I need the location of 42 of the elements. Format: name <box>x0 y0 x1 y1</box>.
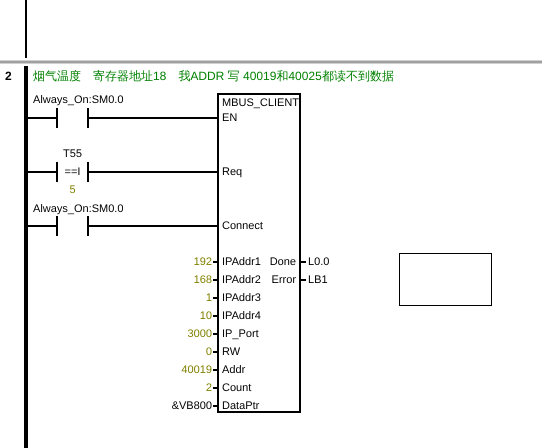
pin-name: Addr <box>222 363 246 377</box>
parameter-value: 2 <box>206 381 212 395</box>
function-block <box>217 93 301 413</box>
parameter-value: 40019 <box>181 363 212 377</box>
block-title: MBUS_CLIENT <box>222 96 300 110</box>
contact-label: Always_On:SM0.0 <box>33 93 124 107</box>
parameter-value: 0 <box>206 345 212 359</box>
pin-name: Count <box>222 381 252 395</box>
parameter-value: 192 <box>194 255 212 269</box>
contact-label: Always_On:SM0.0 <box>33 202 124 216</box>
output-address: L0.0 <box>308 255 330 269</box>
wire <box>28 171 44 173</box>
operand-label: 5 <box>69 183 76 197</box>
pin-name: EN <box>222 111 238 125</box>
wire <box>28 117 33 119</box>
pin-name: IPAddr2 <box>222 273 261 287</box>
parameter-value: 1 <box>206 291 212 305</box>
wire <box>119 225 217 227</box>
pin-name: IPAddr4 <box>222 309 261 323</box>
parameter-value: 10 <box>200 309 212 323</box>
parameter-value: &VB800 <box>172 399 212 413</box>
wire <box>119 117 217 119</box>
compare-operator: ==I <box>64 165 80 179</box>
pin-name: Done <box>270 255 296 269</box>
network-number: 2 <box>5 69 12 83</box>
parameter-value: 3000 <box>188 327 212 341</box>
parameter-value: 168 <box>194 273 212 287</box>
wire <box>28 225 33 227</box>
pin-name: IPAddr3 <box>222 291 261 305</box>
pin-name: IP_Port <box>222 327 259 341</box>
power-rail <box>24 66 28 448</box>
pin-name: RW <box>222 345 240 359</box>
network-comment: 烟气温度 寄存器地址18 我ADDR 写 40019和40025都读不到数据 <box>33 69 394 83</box>
pin-name: Connect <box>222 219 263 233</box>
pin-name: Req <box>222 165 242 179</box>
pin-name: Error <box>272 273 296 287</box>
pin-name: DataPtr <box>222 399 260 413</box>
empty-box <box>399 253 492 306</box>
pin-name: IPAddr1 <box>222 255 261 269</box>
output-address: LB1 <box>308 273 328 287</box>
operand-label: T55 <box>63 147 82 161</box>
wire <box>100 171 217 173</box>
